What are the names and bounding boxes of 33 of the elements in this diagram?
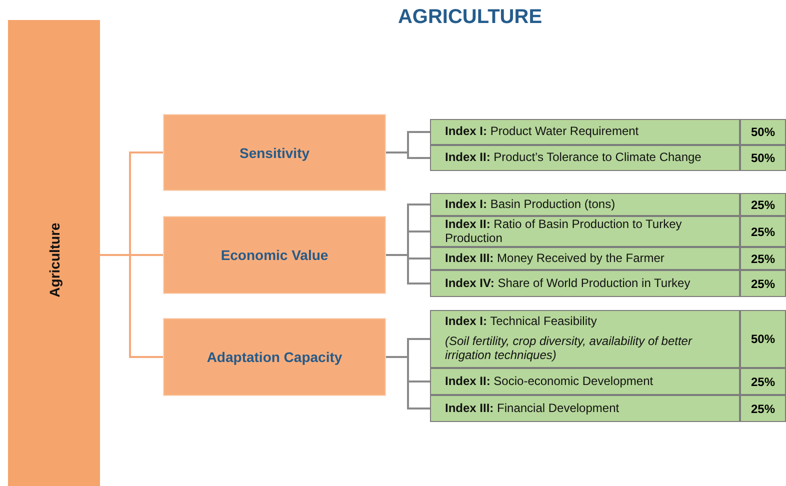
index-label: Index III: Financial Development [445, 402, 620, 416]
index-row [430, 395, 786, 422]
weight-value: 50% [739, 146, 785, 170]
dimension-box [163, 318, 386, 396]
index-row [430, 216, 786, 247]
dimension-label: Economic Value [220, 247, 328, 263]
category-bar [8, 20, 100, 486]
index-label: Index I: Basin Production (tons) [445, 198, 616, 212]
dimension-box [163, 114, 386, 191]
dimension-label: Sensitivity [239, 144, 310, 160]
dimension-label: Adaptation Capacity [206, 349, 342, 365]
index-label: Index I: Product Water Requirement [445, 125, 640, 139]
index-row [430, 193, 786, 216]
index-label: Index III: Money Received by the Farmer [445, 252, 666, 266]
index-label: Index II: Socio-economic Development [445, 374, 654, 388]
index-label: Index II: Product’s Tolerance to Climate Change [445, 151, 702, 165]
index-row [430, 247, 786, 270]
index-label: Index I: Technical Feasibility [445, 315, 598, 330]
index-row [430, 119, 786, 145]
category-label: Agriculture [46, 222, 62, 298]
index-label: Index IV: Share of World Production in Turkey [445, 276, 692, 290]
index-row [430, 270, 786, 297]
index-row [430, 368, 786, 395]
weight-value: 25% [739, 271, 785, 296]
index-row [430, 310, 786, 368]
diagram-title: AGRICULTURE [396, 6, 544, 29]
index-row [430, 145, 786, 171]
connector-line [100, 254, 163, 358]
index-label: Index II: Ratio of Basin Production to Turkey Production [445, 218, 683, 246]
dimension-box [163, 216, 386, 294]
connector-line [386, 152, 430, 159]
index-note: (Soil fertility, crop diversity, availability of better irrigation techniques) [445, 335, 694, 363]
weight-value: 25% [739, 396, 785, 421]
